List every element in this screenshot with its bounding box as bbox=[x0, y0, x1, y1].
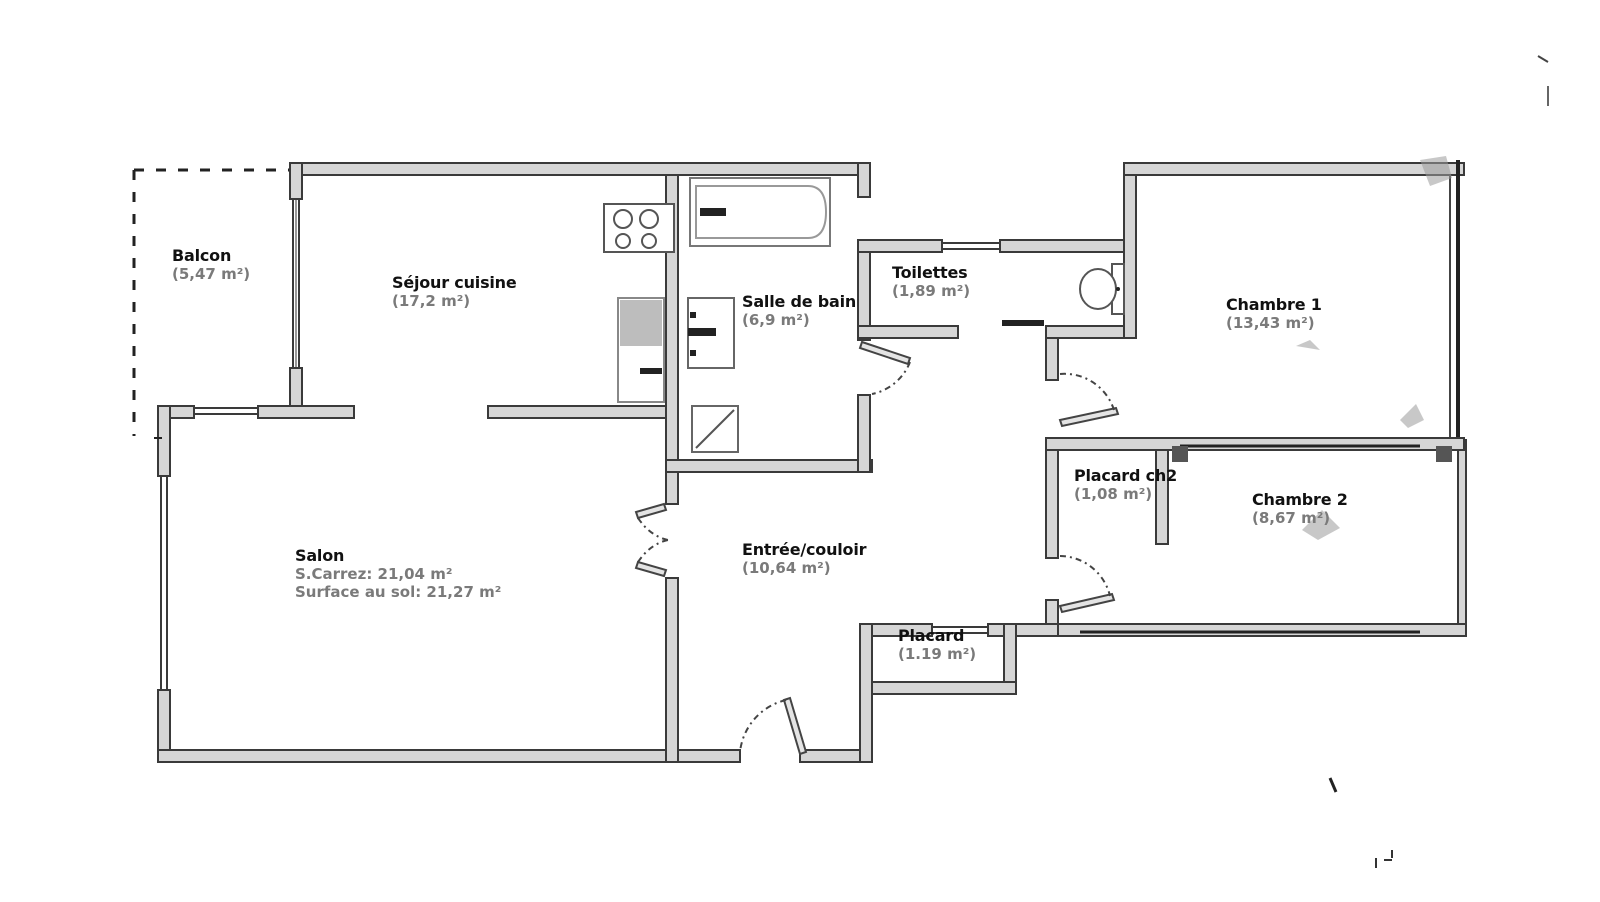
room-area: (1,08 m²) bbox=[1074, 485, 1153, 504]
room-area: (1,89 m²) bbox=[892, 282, 971, 301]
room-label-balcon: Balcon (5,47 m²) bbox=[172, 246, 250, 283]
room-label-placard-ch2: Placard ch2 (1,08 m²) bbox=[1074, 466, 1177, 503]
washbasin-icon bbox=[687, 297, 735, 369]
room-name: Entrée/couloir bbox=[742, 540, 867, 559]
room-label-toilettes: Toilettes (1,89 m²) bbox=[892, 263, 970, 300]
room-name: Séjour cuisine bbox=[392, 273, 517, 292]
room-name: Placard ch2 bbox=[1074, 466, 1178, 485]
room-area-sol: Surface au sol: 21,27 m² bbox=[295, 583, 502, 602]
room-label-salle-de-bain: Salle de bain (6,9 m²) bbox=[742, 292, 856, 329]
room-area: (17,2 m²) bbox=[392, 292, 471, 311]
room-name: Salle de bain bbox=[742, 292, 857, 311]
toilet-icon bbox=[1079, 263, 1125, 315]
room-area: (1.19 m²) bbox=[898, 645, 977, 664]
room-name: Chambre 2 bbox=[1252, 490, 1348, 509]
room-area: (8,67 m²) bbox=[1252, 509, 1331, 528]
fixtures bbox=[603, 177, 1125, 453]
cooktop-icon bbox=[603, 203, 675, 253]
room-name: Placard bbox=[898, 626, 965, 645]
room-label-entree-couloir: Entrée/couloir (10,64 m²) bbox=[742, 540, 867, 578]
balcony-outline bbox=[132, 168, 290, 436]
room-label-chambre-2: Chambre 2 (8,67 m²) bbox=[1252, 490, 1348, 527]
room-label-sejour-cuisine: Séjour cuisine (17,2 m²) bbox=[392, 273, 517, 310]
room-area-carrez: S.Carrez: 21,04 m² bbox=[295, 565, 453, 584]
room-name: Toilettes bbox=[892, 263, 968, 282]
room-name: Balcon bbox=[172, 246, 232, 265]
room-area: (13,43 m²) bbox=[1226, 314, 1315, 333]
room-label-chambre-1: Chambre 1 (13,43 m²) bbox=[1226, 295, 1322, 332]
room-name: Salon bbox=[295, 546, 345, 565]
room-label-salon: Salon S.Carrez: 21,04 m² Surface au sol:… bbox=[295, 546, 501, 601]
scan-artifacts bbox=[154, 55, 1549, 868]
bathtub-icon bbox=[689, 177, 831, 247]
kitchen-sink-icon bbox=[617, 297, 665, 403]
room-area: (10,64 m²) bbox=[742, 559, 831, 578]
shower-icon bbox=[691, 405, 739, 453]
doors bbox=[634, 340, 1120, 756]
room-name: Chambre 1 bbox=[1226, 295, 1322, 314]
room-label-placard: Placard (1.19 m²) bbox=[898, 626, 976, 663]
room-area: (5,47 m²) bbox=[172, 265, 251, 284]
walls bbox=[157, 160, 1467, 763]
room-area: (6,9 m²) bbox=[742, 311, 810, 330]
